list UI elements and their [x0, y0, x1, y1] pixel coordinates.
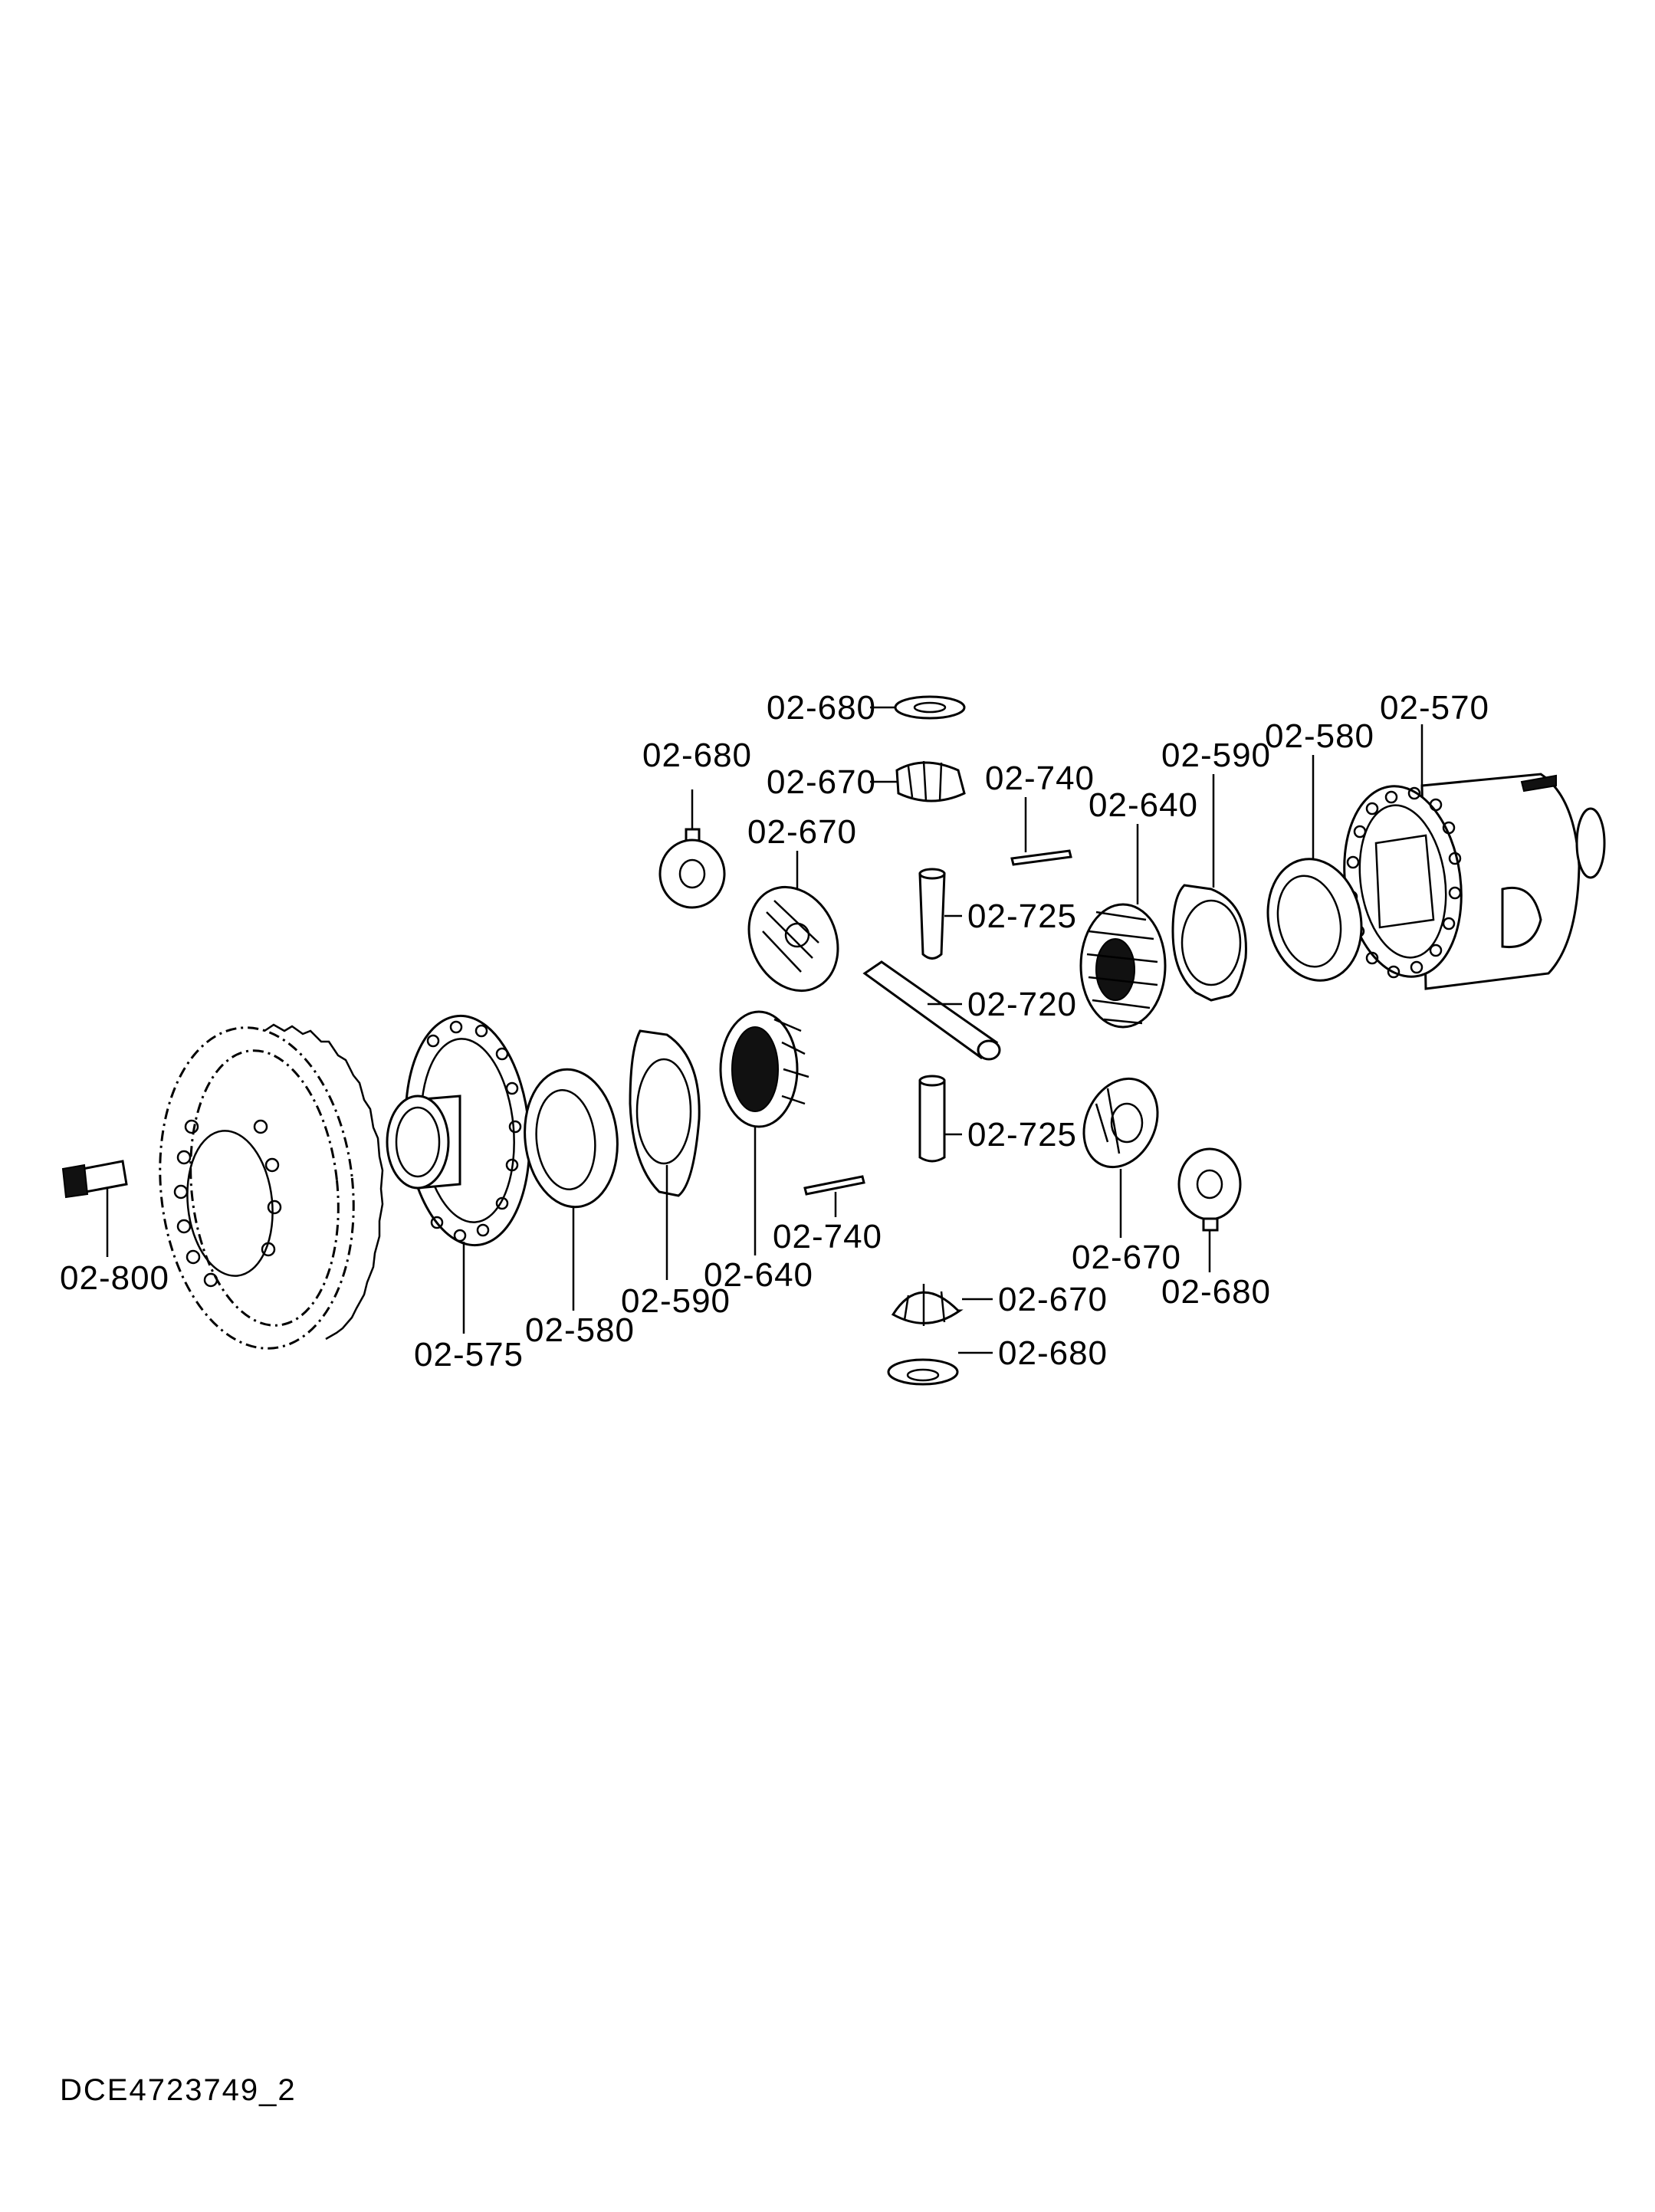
- thrust-washer-680-right: [1177, 1147, 1242, 1232]
- callout-02-670-bottom: 02-670: [998, 1281, 1108, 1318]
- pinion-gear-670-left: [747, 885, 839, 993]
- roll-pin-740-top: [1010, 849, 1072, 866]
- callout-02-590-left: 02-590: [621, 1282, 731, 1320]
- callout-02-575: 02-575: [414, 1336, 524, 1373]
- callout-labels: 02-570 02-580 02-590 02-640 02-740 02-68…: [60, 689, 1489, 1373]
- callout-02-740-top: 02-740: [985, 760, 1095, 797]
- callout-02-640-left: 02-640: [704, 1256, 813, 1294]
- bearing-580-right: [1266, 858, 1363, 982]
- side-gear-640-right: [1079, 903, 1167, 1029]
- leader-lines: [106, 706, 1423, 1354]
- callout-02-640-right: 02-640: [1089, 786, 1198, 824]
- callout-02-670-top: 02-670: [767, 763, 876, 801]
- bolt-800: [61, 1160, 128, 1199]
- thrust-washer-680-left: [658, 828, 726, 909]
- pinion-gear-670-right: [1082, 1077, 1159, 1169]
- side-gear-640-left: [719, 1010, 809, 1128]
- callout-02-680-right: 02-680: [1161, 1273, 1271, 1311]
- bearing-580-left: [524, 1068, 619, 1209]
- ring-gear: [159, 1023, 384, 1350]
- shim-590-right: [1171, 884, 1247, 1002]
- callout-02-800: 02-800: [60, 1259, 169, 1297]
- pinion-gear-670-bottom: [891, 1284, 964, 1326]
- document-id: DCE4723749_2: [60, 2073, 297, 2107]
- thrust-washer-680-bottom: [887, 1358, 959, 1386]
- callout-02-670-right: 02-670: [1072, 1239, 1181, 1276]
- pin-725-top: [918, 868, 946, 960]
- callout-02-680-bottom: 02-680: [998, 1334, 1108, 1372]
- callout-02-570: 02-570: [1380, 689, 1489, 727]
- thrust-washer-680-top: [894, 695, 966, 720]
- callout-02-670-left: 02-670: [747, 813, 857, 851]
- callout-02-725-top: 02-725: [967, 898, 1077, 935]
- callout-02-590-right: 02-590: [1161, 737, 1271, 774]
- callout-02-680-left: 02-680: [642, 737, 752, 774]
- callout-02-680-top: 02-680: [767, 689, 876, 727]
- roll-pin-740-bottom: [803, 1175, 865, 1196]
- callout-02-580-left: 02-580: [525, 1311, 635, 1349]
- cross-shaft-720: [862, 960, 1001, 1061]
- pinion-gear-670-top: [895, 760, 966, 802]
- shim-590-left: [629, 1029, 701, 1197]
- differential-housing-575: [386, 1014, 531, 1247]
- callout-02-725-bottom: 02-725: [967, 1116, 1077, 1154]
- callout-02-720: 02-720: [967, 986, 1077, 1023]
- callout-02-740-bottom: 02-740: [773, 1218, 882, 1255]
- differential-case-570: [1343, 773, 1606, 990]
- callout-02-580-right: 02-580: [1265, 717, 1374, 755]
- pin-725-bottom: [918, 1075, 946, 1163]
